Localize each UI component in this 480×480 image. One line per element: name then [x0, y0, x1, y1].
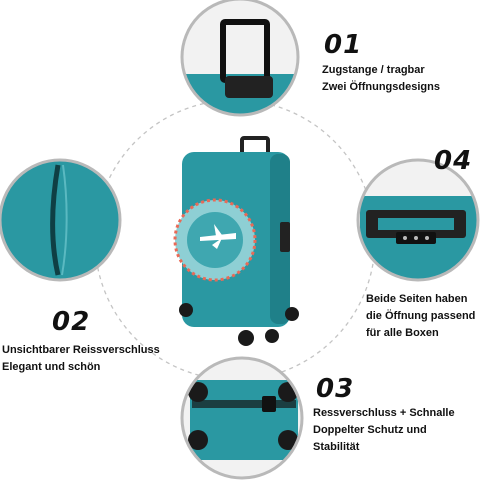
feature-3-line-1: Ressverschluss + Schnalle — [313, 407, 455, 419]
feature-2-caption: Unsichtbarer Reissverschluss Elegant und… — [2, 342, 160, 376]
feature-1-number: 01 — [324, 30, 363, 60]
wheel-icon — [179, 303, 299, 346]
side-handle — [280, 222, 290, 252]
feature-1-caption: Zugstange / tragbar Zwei Öffnungsdesigns — [322, 62, 440, 96]
feature-4-line-3: für alle Boxen — [366, 327, 439, 339]
feature-4-line-1: Beide Seiten haben — [366, 293, 468, 305]
suitcase-main — [173, 136, 299, 346]
airplane-icon — [200, 224, 236, 249]
feature-2-line-1: Unsichtbarer Reissverschluss — [2, 344, 160, 356]
feature-3-line-2: Doppelter Schutz und — [313, 424, 427, 436]
feature-1-line-2: Zwei Öffnungsdesigns — [322, 81, 440, 93]
feature-4-caption: Beide Seiten haben die Öffnung passend f… — [366, 291, 475, 342]
detail-hidden-zipper — [0, 160, 120, 280]
feature-2-line-2: Elegant und schön — [2, 361, 101, 373]
feature-4-line-2: die Öffnung passend — [366, 310, 476, 322]
feature-3-caption: Ressverschluss + Schnalle Doppelter Schu… — [313, 405, 455, 456]
feature-4-number: 04 — [434, 146, 473, 176]
feature-1-line-1: Zugstange / tragbar — [322, 64, 425, 76]
detail-zipper-buckle — [182, 358, 302, 478]
feature-3-number: 03 — [316, 374, 355, 404]
feature-2-number: 02 — [52, 307, 91, 337]
feature-3-line-3: Stabilität — [313, 441, 360, 453]
